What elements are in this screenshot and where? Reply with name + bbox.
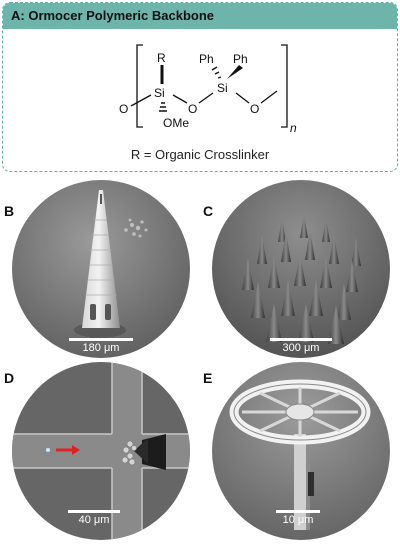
- scale-label-b: 180 μm: [82, 342, 120, 354]
- scale-line-d: [68, 510, 120, 513]
- sem-image-b: [12, 180, 190, 358]
- panel-c: C: [200, 180, 400, 365]
- atom-o-left: O: [119, 102, 128, 116]
- atom-ome: OMe: [163, 116, 189, 130]
- scale-line-c: [270, 338, 332, 341]
- sem-image-d: [12, 362, 190, 540]
- panel-d: D: [2, 362, 202, 547]
- scale-bar-e: 10 μm: [270, 510, 326, 526]
- r-definition: R = Organic Crosslinker: [130, 147, 270, 162]
- atom-si-2: Si: [217, 81, 228, 95]
- atom-si-1: Si: [154, 86, 165, 100]
- scale-bar-d: 40 μm: [64, 510, 124, 526]
- panel-letter-e: E: [203, 370, 213, 386]
- atom-ph-1: Ph: [199, 52, 214, 66]
- ormocer-structure-diagram: O R Si OMe O Si Ph Ph O n: [119, 44, 297, 135]
- panel-letter-d: D: [4, 370, 15, 386]
- repeat-n: n: [290, 121, 297, 135]
- scale-line-b: [69, 338, 133, 341]
- sem-image-c: [212, 180, 390, 358]
- panel-a: A: Ormocer Polymeric Backbone: [2, 2, 398, 172]
- atom-ph-2: Ph: [233, 52, 248, 66]
- atom-r: R: [157, 51, 166, 65]
- panel-letter-b: B: [4, 203, 15, 219]
- atom-o-bridge: O: [188, 102, 197, 116]
- scale-bar-c: 300 μm: [266, 338, 336, 354]
- panel-letter-c: C: [203, 203, 214, 219]
- panel-e: E: [200, 362, 400, 547]
- panel-a-title: A: Ormocer Polymeric Backbone: [3, 3, 397, 29]
- scale-bar-b: 180 μm: [66, 338, 136, 354]
- scale-label-d: 40 μm: [78, 514, 110, 526]
- scale-label-c: 300 μm: [282, 342, 320, 354]
- atom-o-right: O: [250, 102, 259, 116]
- panel-b: B: [2, 180, 202, 365]
- scale-line-e: [276, 510, 320, 513]
- scale-label-e: 10 μm: [282, 514, 314, 526]
